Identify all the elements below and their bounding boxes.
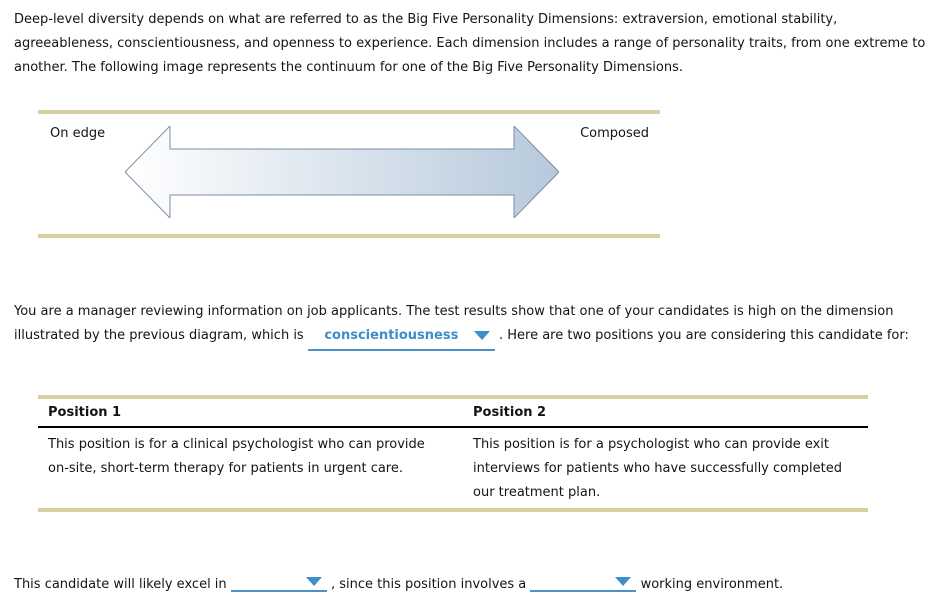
excel-in-dropdown[interactable] bbox=[230, 572, 327, 592]
continuum-diagram: On edge Composed bbox=[38, 110, 660, 238]
final-text-3: working environment. bbox=[640, 577, 784, 592]
environment-dropdown[interactable] bbox=[530, 572, 637, 592]
question-paragraph: You are a manager reviewing information … bbox=[14, 300, 942, 351]
chevron-down-icon bbox=[473, 331, 490, 340]
position-1-header: Position 1 bbox=[38, 397, 463, 428]
double-arrow-icon bbox=[125, 126, 559, 218]
position-2-header: Position 2 bbox=[463, 397, 868, 428]
chevron-down-icon bbox=[305, 577, 322, 586]
question-text-after: . Here are two positions you are conside… bbox=[498, 328, 909, 343]
dimension-dropdown-value: conscientiousness bbox=[324, 328, 459, 343]
final-text-2: , since this position involves a bbox=[330, 577, 527, 592]
question-text-before: You are a manager reviewing information … bbox=[14, 304, 894, 343]
continuum-left-label: On edge bbox=[50, 126, 106, 141]
intro-paragraph: Deep-level diversity depends on what are… bbox=[14, 12, 926, 75]
positions-table-body-row: This position is for a clinical psycholo… bbox=[38, 427, 868, 510]
final-text-1: This candidate will likely excel in bbox=[14, 577, 227, 592]
continuum-right-label: Composed bbox=[580, 126, 649, 141]
final-sentence: This candidate will likely excel in , si… bbox=[14, 572, 942, 597]
dimension-dropdown[interactable]: conscientiousness bbox=[307, 324, 495, 351]
position-2-description: This position is for a psychologist who … bbox=[473, 437, 842, 500]
position-1-description: This position is for a clinical psycholo… bbox=[48, 437, 425, 476]
positions-table-header-row: Position 1 Position 2 bbox=[38, 397, 868, 428]
positions-table: Position 1 Position 2 This position is f… bbox=[38, 395, 868, 512]
chevron-down-icon bbox=[615, 577, 632, 586]
